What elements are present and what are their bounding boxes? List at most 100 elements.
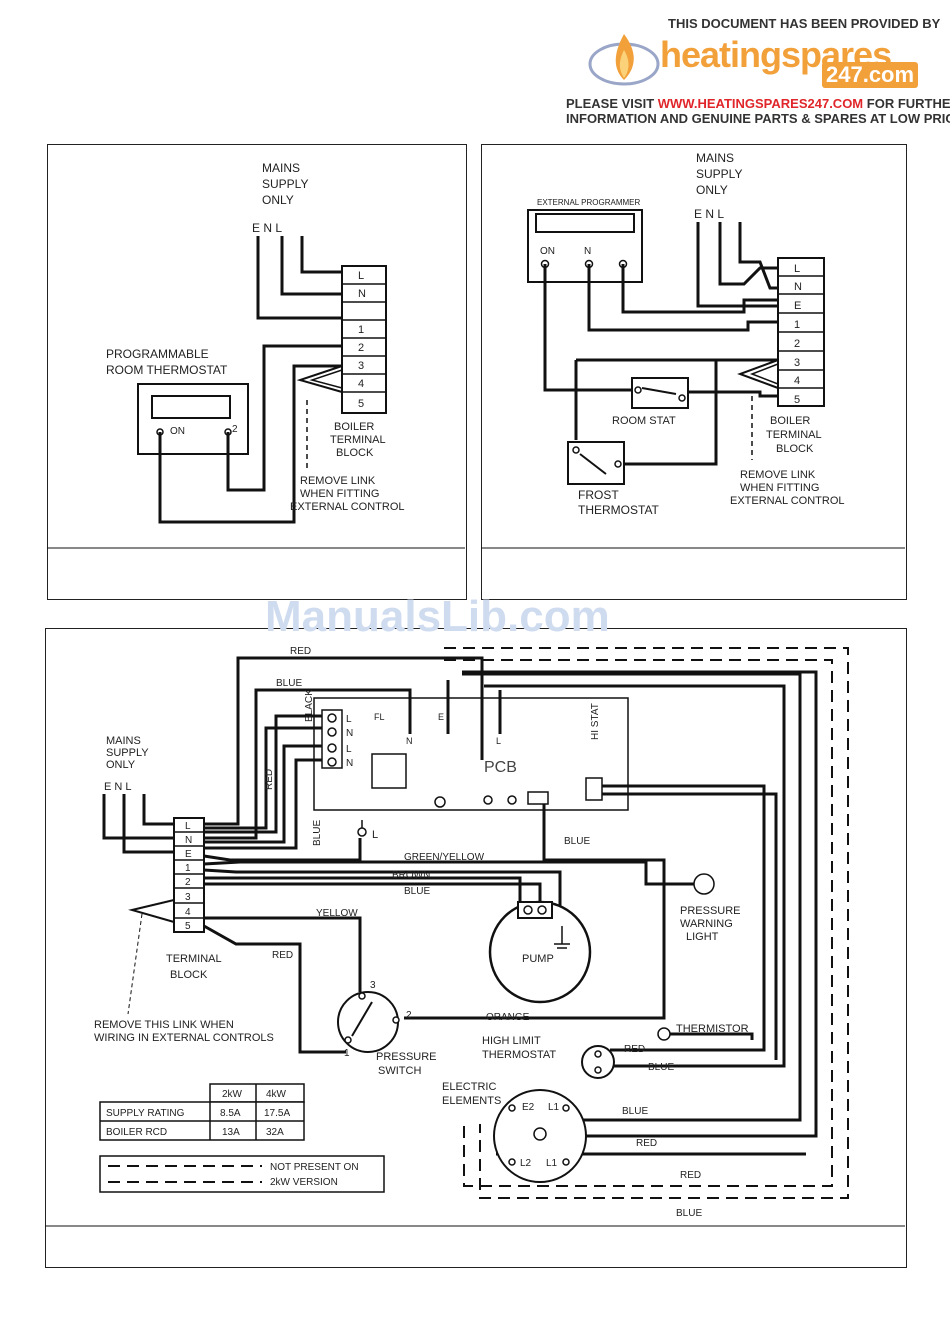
d3-term-l: L (185, 821, 191, 832)
d1-link-3: EXTERNAL CONTROL (290, 501, 405, 513)
d2-block-3: BLOCK (776, 443, 814, 455)
tbl-head-4kw: 4kW (266, 1089, 287, 1100)
d1-enl: E N L (252, 221, 282, 235)
tbl-r1-label: SUPPLY RATING (106, 1108, 185, 1119)
d3-hi-stat: HI STAT (590, 703, 601, 740)
d1-therm-label-1: PROGRAMMABLE (106, 347, 209, 361)
d2-term-1: 1 (794, 319, 800, 331)
wl-blue-hl: BLUE (648, 1062, 674, 1073)
tbl-head-2kw: 2kW (222, 1089, 243, 1100)
d1-term-4: 4 (358, 378, 364, 390)
d3-mains-3: ONLY (106, 759, 136, 771)
d3-term-1: 1 (185, 863, 191, 874)
d3-pcb-term-1: L (346, 714, 352, 725)
visit-line2: INFORMATION AND GENUINE PARTS & SPARES A… (566, 111, 950, 126)
visit-url[interactable]: WWW.HEATINGSPARES247.COM (657, 96, 864, 111)
d2-terminal-block: L N E 1 2 3 4 5 (777, 257, 825, 407)
d1-link-1: REMOVE LINK (300, 475, 376, 487)
wl-red-low: RED (272, 950, 293, 961)
d3-pwl-1: PRESSURE (680, 905, 741, 917)
d3-el-l2: L2 (520, 1158, 532, 1169)
diagram3: MAINS SUPPLY ONLY E N L PCB HI STAT L N … (94, 646, 849, 1219)
tbl-r2-2kw: 13A (222, 1127, 240, 1138)
d1-block-3: BLOCK (336, 447, 374, 459)
d3-pump-label: PUMP (522, 953, 554, 965)
d1-term-n: N (358, 288, 366, 300)
legend-1: NOT PRESENT ON (270, 1162, 359, 1173)
visit-line: PLEASE VISIT WWW.HEATINGSPARES247.COM FO… (566, 96, 950, 111)
wl-orange: ORANGE (486, 1012, 530, 1023)
d3-ps-label-1: PRESSURE (376, 1051, 437, 1063)
d3-ps-num-3: 3 (370, 980, 376, 991)
d3-pcb-top-fl: FL (374, 712, 385, 722)
wl-black: BLACK (304, 689, 315, 722)
d2-programmer-label: EXTERNAL PROGRAMMER (537, 198, 640, 207)
d2-frost-1: FROST (578, 488, 619, 502)
d1-mains-1: MAINS (262, 161, 300, 175)
d3-el-l1a: L1 (548, 1102, 560, 1113)
d1-term-3: 3 (358, 360, 364, 372)
d3-link-1: REMOVE THIS LINK WHEN (94, 1019, 234, 1031)
d3-ps-num-1: 1 (344, 1048, 350, 1059)
d3-term-4: 4 (185, 907, 191, 918)
d1-mains-3: ONLY (262, 193, 294, 207)
d3-pcb-top-n: N (406, 736, 413, 746)
wl-blue-bottom: BLUE (676, 1208, 702, 1219)
d3-tb-label-1: TERMINAL (166, 953, 222, 965)
diagram3-frame (45, 628, 907, 1268)
d2-mains-1: MAINS (696, 151, 734, 165)
tbl-r2-4kw: 32A (266, 1127, 284, 1138)
d3-pcb-top-e: E (438, 712, 444, 722)
d3-pcb-top-l: L (496, 736, 501, 746)
visit-prefix: PLEASE VISIT (566, 96, 655, 111)
d1-on: ON (170, 426, 185, 437)
d3-pcb-term-4: N (346, 758, 353, 769)
d3-term-e: E (185, 849, 192, 860)
d3-term-n: N (185, 835, 192, 846)
d2-frost-2: THERMOSTAT (578, 503, 660, 517)
d3-terminal-block: L N E 1 2 3 4 5 (173, 817, 205, 933)
d3-pcb-term-2: N (346, 728, 353, 739)
d3-legend: NOT PRESENT ON 2kW VERSION (99, 1155, 385, 1193)
d2-term-2: 2 (794, 338, 800, 350)
d3-thermistor: THERMISTOR (657, 1023, 749, 1041)
d2-term-4: 4 (794, 375, 800, 387)
d2-block-2: TERMINAL (766, 429, 822, 441)
d1-terminal-block: L N 1 2 3 4 5 (341, 265, 387, 414)
d3-rating-table: 2kW 4kW SUPPLY RATING 8.5A 17.5A BOILER … (99, 1083, 305, 1141)
legend-2: 2kW VERSION (270, 1177, 338, 1188)
d2-term-3: 3 (794, 357, 800, 369)
wl-green-yellow: GREEN/YELLOW (404, 852, 485, 863)
wl-yellow: YELLOW (316, 908, 358, 919)
d3-tb-label-2: BLOCK (170, 969, 208, 981)
watermark: ManualsLib.com (265, 592, 610, 641)
d3-thermistor-label: THERMISTOR (676, 1023, 749, 1035)
wl-red-elem2: RED (680, 1170, 701, 1181)
d2-frost-stat (567, 441, 625, 485)
tbl-r2-label: BOILER RCD (106, 1127, 167, 1138)
d3-pwl-3: LIGHT (686, 931, 719, 943)
d2-mains-2: SUPPLY (696, 167, 742, 181)
wl-red-hl: RED (624, 1044, 645, 1055)
d3-pump: PUMP (488, 900, 592, 1004)
wl-blue-low: BLUE (404, 886, 430, 897)
d3-term-3: 3 (185, 892, 191, 903)
wl-red-elem: RED (636, 1138, 657, 1149)
provided-by-text: THIS DOCUMENT HAS BEEN PROVIDED BY (668, 16, 941, 31)
d2-room-stat (631, 377, 689, 409)
d1-link-2: WHEN FITTING (300, 488, 379, 500)
d3-el-label-2: ELEMENTS (442, 1095, 501, 1107)
d1-term-l: L (358, 270, 364, 282)
d2-prog-n: N (584, 246, 591, 257)
wl-red-vertical: RED (264, 769, 275, 790)
d3-mains-1: MAINS (106, 735, 141, 747)
d2-prog-on: ON (540, 246, 555, 257)
d3-hl-2: THERMOSTAT (482, 1049, 556, 1061)
d2-mains-3: ONLY (696, 183, 728, 197)
header-banner: THIS DOCUMENT HAS BEEN PROVIDED BY heati… (560, 14, 950, 129)
d1-term-1: 1 (358, 324, 364, 336)
wl-brown: BROWN (392, 870, 430, 881)
d1-therm-label-2: ROOM THERMOSTAT (106, 363, 228, 377)
d1-thermostat: ON 2 (137, 383, 249, 455)
